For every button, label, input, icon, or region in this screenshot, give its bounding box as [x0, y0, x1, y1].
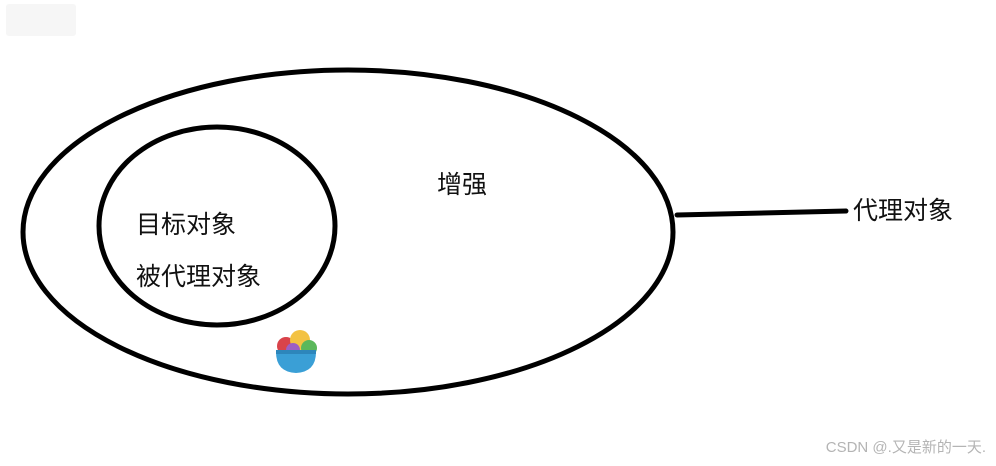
proxied-object-label: 被代理对象	[136, 262, 262, 291]
target-object-label: 目标对象	[136, 210, 237, 239]
outer-ellipse	[20, 67, 676, 397]
connector-line	[674, 208, 849, 218]
colorful-bowl-icon	[276, 330, 317, 373]
csdn-watermark: CSDN @.又是新的一天.	[825, 439, 986, 456]
corner-smudge	[6, 4, 76, 36]
inner-ellipse	[96, 124, 338, 328]
proxy-object-label: 代理对象	[853, 196, 954, 225]
enhancement-label: 增强	[437, 170, 488, 199]
